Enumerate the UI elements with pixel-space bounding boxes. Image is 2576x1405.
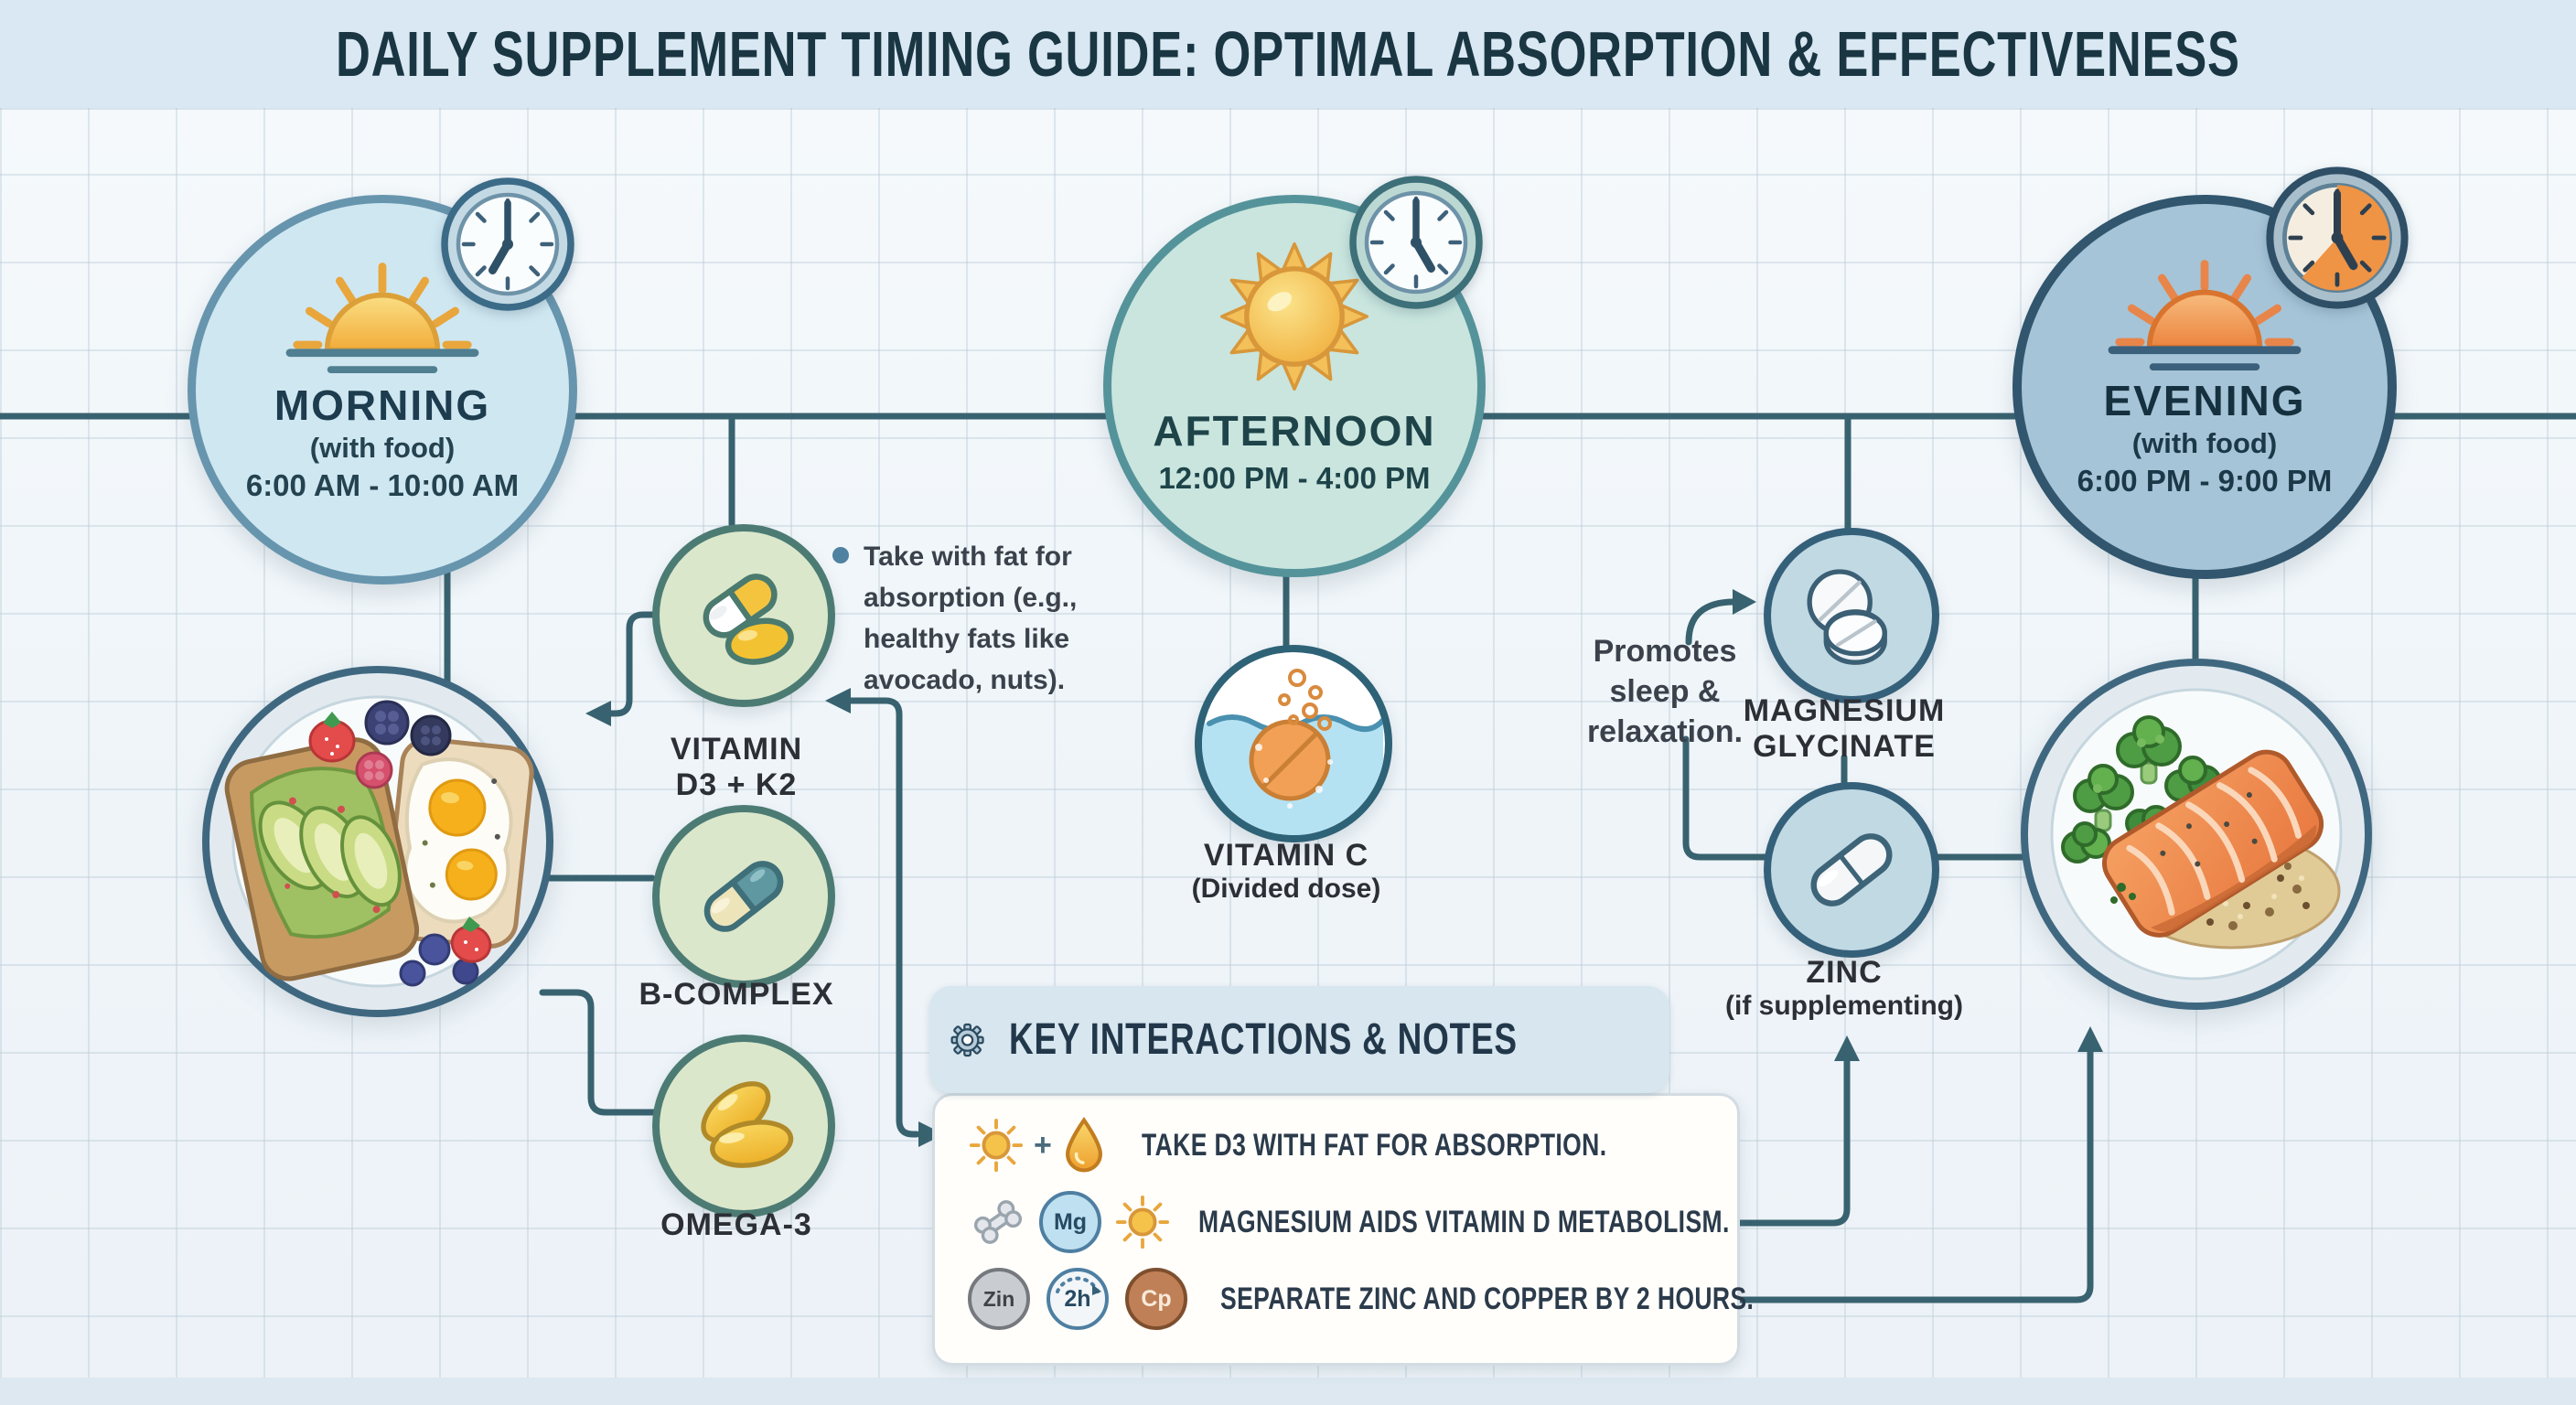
dinner-plate-illustration <box>2021 659 2372 1010</box>
arrowhead-into-keybox <box>918 1121 944 1147</box>
supplement-circle-bcomplex <box>652 805 835 988</box>
supplement-label-bcomplex: B-COMPLEX <box>639 977 834 1012</box>
sun-icon <box>969 1118 1024 1173</box>
arrow-d3-to-plate-line <box>604 611 659 717</box>
arrow-d3-to-keybox-line <box>847 697 920 1138</box>
interaction-text: SEPARATE ZINC AND COPPER BY 2 HOURS. <box>1220 1281 1755 1316</box>
footer-strip <box>0 1378 2576 1405</box>
softgel-omega3-icon <box>701 1081 794 1168</box>
period-name: AFTERNOON <box>1153 407 1436 455</box>
herbs <box>2110 883 2136 904</box>
supplement-circle-magnesium <box>1764 528 1939 703</box>
period-time-range: 12:00 PM - 4:00 PM <box>1158 461 1431 495</box>
arrow-sleep-to-magnesium-line <box>1685 598 1738 646</box>
gear-icon <box>950 1023 984 1056</box>
period-name: EVENING <box>2103 377 2306 424</box>
arrowhead-up-to-zinc <box>1834 1035 1860 1061</box>
clock-icon-morning <box>441 177 574 311</box>
breakfast-plate-illustration <box>202 666 553 1017</box>
avocado-toast <box>224 737 420 981</box>
capsule-bcomplex-icon <box>703 861 784 932</box>
interaction-row-magnesium-d: Mg MAGNESIUM AIDS VITAMIN D METABOLISM. <box>968 1191 1729 1253</box>
period-qualifier: (with food) <box>2131 427 2278 459</box>
capsule-d3k2-icon <box>703 574 794 665</box>
eggs-on-toast <box>384 736 534 949</box>
berries-bottom <box>399 917 492 987</box>
arrowhead-up-to-evening-plate <box>2077 1026 2103 1052</box>
zinc-badge: Zin <box>968 1268 1030 1330</box>
copper-badge: Cp <box>1125 1268 1187 1330</box>
supplement-circle-vitc <box>1195 645 1392 842</box>
period-time-range: 6:00 PM - 9:00 PM <box>2077 464 2333 498</box>
key-interactions-box: + TAKE D3 WITH FAT FOR ABSORPTION. Mg <box>932 1093 1754 1366</box>
sun-icon <box>1115 1195 1170 1249</box>
supplement-circle-d3k2 <box>652 524 835 707</box>
period-name: MORNING <box>274 381 491 429</box>
arrowhead-into-d3 <box>825 688 851 713</box>
berries-top <box>308 700 452 789</box>
line-plate-to-omega <box>539 989 660 1116</box>
period-circle-afternoon: AFTERNOON 12:00 PM - 4:00 PM <box>1103 195 1486 577</box>
clock-icon-evening <box>2266 166 2409 309</box>
interaction-text: MAGNESIUM AIDS VITAMIN D METABOLISM. <box>1198 1204 1730 1239</box>
line-sleep-to-zinc <box>1682 735 1769 861</box>
sunset-icon <box>2108 260 2302 371</box>
bone-icon <box>973 1200 1023 1244</box>
magnesium-badge: Mg <box>1039 1191 1101 1253</box>
supplement-circle-zinc <box>1764 782 1939 958</box>
period-time-range: 6:00 AM - 10:00 AM <box>245 468 520 502</box>
annotation-magnesium-sleep-note: Promotes sleep & relaxation. <box>1586 634 1744 749</box>
arrow-zincnote-to-plate-line <box>1729 1048 2094 1303</box>
supplement-label-d3k2: VITAMIN D3 + K2 <box>670 732 803 802</box>
bullet-dot <box>832 547 849 563</box>
arrowhead-into-magnesium <box>1733 589 1756 615</box>
clock-arrow-decoration <box>1056 1276 1101 1295</box>
two-hour-badge: 2h <box>1046 1268 1109 1330</box>
sunrise-icon <box>285 263 479 374</box>
interaction-row-d3-fat: + TAKE D3 WITH FAT FOR ABSORPTION. <box>968 1116 1718 1174</box>
fat-droplet-icon <box>1065 1117 1102 1173</box>
capsule-zinc-icon <box>1810 833 1893 906</box>
sun-icon <box>1220 242 1368 391</box>
supplement-circle-omega3 <box>652 1035 835 1217</box>
supplement-label-vitc: VITAMIN C (Divided dose) <box>1191 838 1381 904</box>
salmon-fillet <box>2102 749 2324 938</box>
key-interactions-header: KEY INTERACTIONS & NOTES <box>929 986 1669 1093</box>
period-qualifier: (with food) <box>309 432 456 464</box>
supplement-label-zinc: ZINC (if supplementing) <box>1725 955 1963 1021</box>
annotation-d3-fat-note: Take with fat for absorption (e.g., heal… <box>823 536 1189 701</box>
supplement-label-magnesium: MAGNESIUM GLYCINATE <box>1743 693 1946 764</box>
page-title: DAILY SUPPLEMENT TIMING GUIDE: OPTIMAL A… <box>336 18 2240 90</box>
arrowhead-into-plate <box>585 701 611 726</box>
tablets-magnesium-icon <box>1807 569 1887 665</box>
title-banner: DAILY SUPPLEMENT TIMING GUIDE: OPTIMAL A… <box>0 0 2576 108</box>
effervescent-vitc-icon <box>1202 669 1385 835</box>
clock-icon-afternoon <box>1349 176 1483 309</box>
interaction-text: TAKE D3 WITH FAT FOR ABSORPTION. <box>1141 1127 1607 1163</box>
supplement-label-omega3: OMEGA-3 <box>660 1207 812 1242</box>
key-interactions-title: KEY INTERACTIONS & NOTES <box>1009 1015 1518 1064</box>
plus-sign: + <box>1034 1127 1052 1163</box>
arrow-mgnote-to-zinc-line <box>1729 1057 1851 1227</box>
interaction-row-zinc-copper: Zin 2h Cp SEPARATE ZINC AND COPPER BY 2 … <box>968 1268 1754 1330</box>
